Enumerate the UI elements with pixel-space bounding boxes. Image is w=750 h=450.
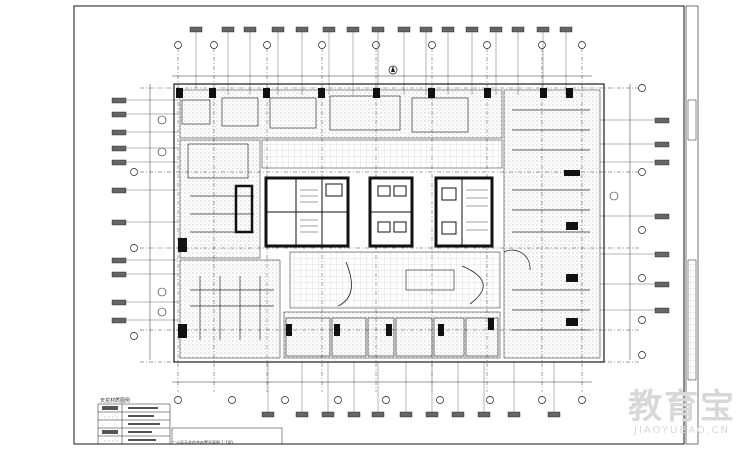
tag-leaders-bottom: [267, 362, 555, 412]
north-office-partitions: [181, 95, 469, 179]
entrance-arc: [503, 249, 531, 271]
material-tags-top: [189, 26, 573, 33]
axis-bubbles-bottom: [174, 396, 586, 404]
lobby-ceiling: [289, 251, 501, 309]
watermark-brand: 教育宝: [628, 387, 736, 427]
material-tags-bottom: [261, 411, 561, 418]
material-tags-right: [654, 117, 670, 314]
tag-leaders-top: [195, 32, 567, 95]
watermark-logo: 教育宝 JIAOYUBAO.CN: [628, 389, 736, 436]
legend-swatches: [102, 406, 160, 442]
floor-outline: [173, 83, 605, 363]
tag-leaders-right: [600, 119, 655, 311]
corridor-grid-ceiling: [261, 139, 503, 169]
core-partitions: [266, 178, 463, 246]
section-markers: [157, 115, 619, 317]
stair-treads: [300, 189, 488, 233]
ceiling-zone-east: [503, 89, 601, 359]
material-tags-left: [111, 97, 127, 324]
title-note-box: [171, 427, 283, 445]
material-legend-table: [97, 403, 171, 445]
ceiling-zone-west: [179, 139, 261, 259]
legend-title: 天花材质图例: [100, 398, 131, 404]
tag-leaders-left: [126, 99, 178, 321]
title-strip: [685, 5, 699, 445]
reception-island: [405, 269, 455, 291]
title-strip-block: [687, 99, 697, 141]
linear-light-fixtures: [190, 109, 590, 340]
drawing-title: 二十层天花综合布置平面图 1:100: [172, 440, 233, 445]
ceiling-zone-north: [179, 89, 503, 139]
axis-bubbles-side: [130, 84, 646, 359]
title-strip-block: [687, 259, 697, 381]
south-office-partitions: [285, 317, 499, 357]
west-stair-core: [234, 184, 254, 234]
lobby-curve: [461, 265, 484, 305]
watermark-url: JIAOYUBAO.CN: [634, 425, 730, 436]
lobby-curve: [337, 261, 352, 307]
axis-bubbles-top: [174, 41, 586, 49]
structural-columns: [176, 88, 580, 338]
ceiling-zone-southwest: [179, 259, 281, 359]
